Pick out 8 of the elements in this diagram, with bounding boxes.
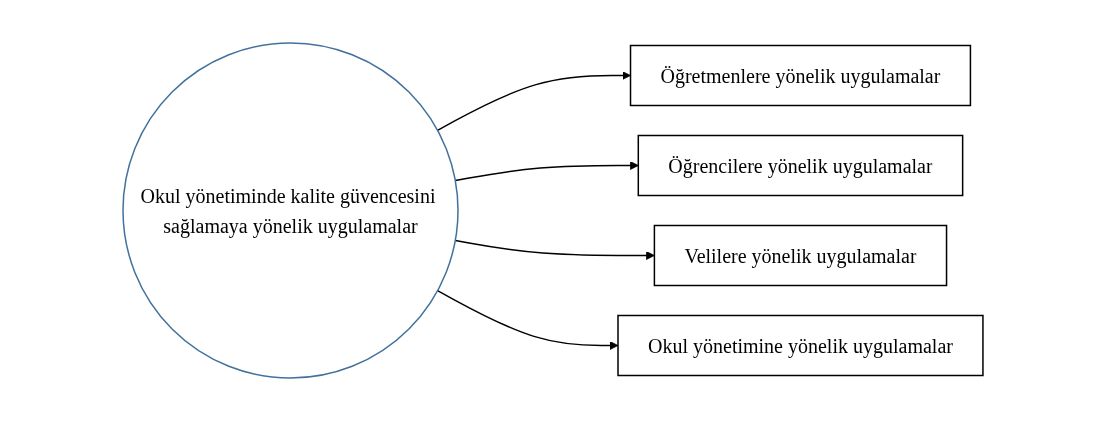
node-box: Öğrencilere yönelik uygulamalar xyxy=(637,134,964,197)
node-box: Öğretmenlere yönelik uygulamalar xyxy=(629,44,972,107)
node-box: Velilere yönelik uygulamalar xyxy=(653,224,948,287)
node-box: Okul yönetimine yönelik uygulamalar xyxy=(617,314,984,377)
arrow xyxy=(436,71,631,132)
arrow xyxy=(454,239,655,260)
arrow xyxy=(454,161,639,182)
node-circle: Okul yönetiminde kalite güvencesini sağlamaya yönelik uygulamalar xyxy=(122,42,459,379)
